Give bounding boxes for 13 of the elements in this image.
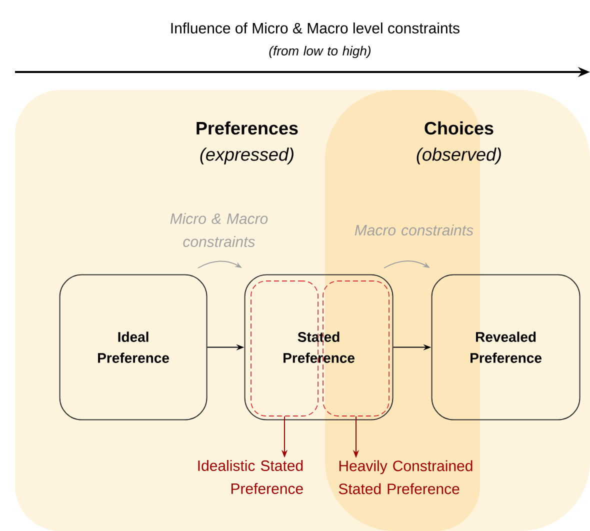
axis-title: Influence of Micro & Macro level constraints [171, 22, 460, 34]
constraint-label: Micro & Macro constraints [170, 213, 268, 247]
band-heading: Preferences [196, 121, 298, 135]
band-heading: Choices [424, 121, 494, 135]
band-subheading: (observed) [416, 148, 501, 164]
constraint-label: Macro constraints [354, 224, 474, 236]
callout-text: Idealistic Stated Preference [198, 460, 303, 494]
process-box: Revealed Preference [431, 274, 580, 420]
process-box: Stated Preference [244, 274, 394, 420]
callout-text: Heavily Constrained Stated Preference [338, 460, 472, 494]
process-box: Ideal Preference [59, 274, 208, 420]
band-subheading: (expressed) [200, 148, 294, 164]
axis-subtitle: (from low to high) [269, 46, 370, 58]
